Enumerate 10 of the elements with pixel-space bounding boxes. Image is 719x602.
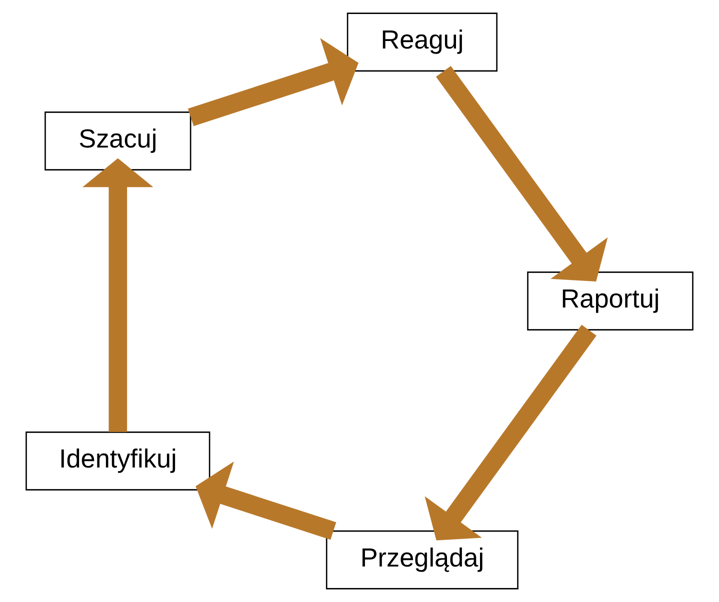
- arrow: [188, 38, 358, 126]
- node-box: Szacuj: [44, 112, 192, 170]
- arrow: [82, 158, 154, 432]
- arrow: [196, 462, 336, 540]
- node-box: Identyfikuj: [26, 432, 210, 490]
- node-box: Przeglądaj: [326, 530, 518, 590]
- node-box: Reaguj: [346, 12, 498, 72]
- arrow: [424, 324, 596, 540]
- arrow: [436, 66, 608, 282]
- node-box: Raportuj: [527, 272, 694, 330]
